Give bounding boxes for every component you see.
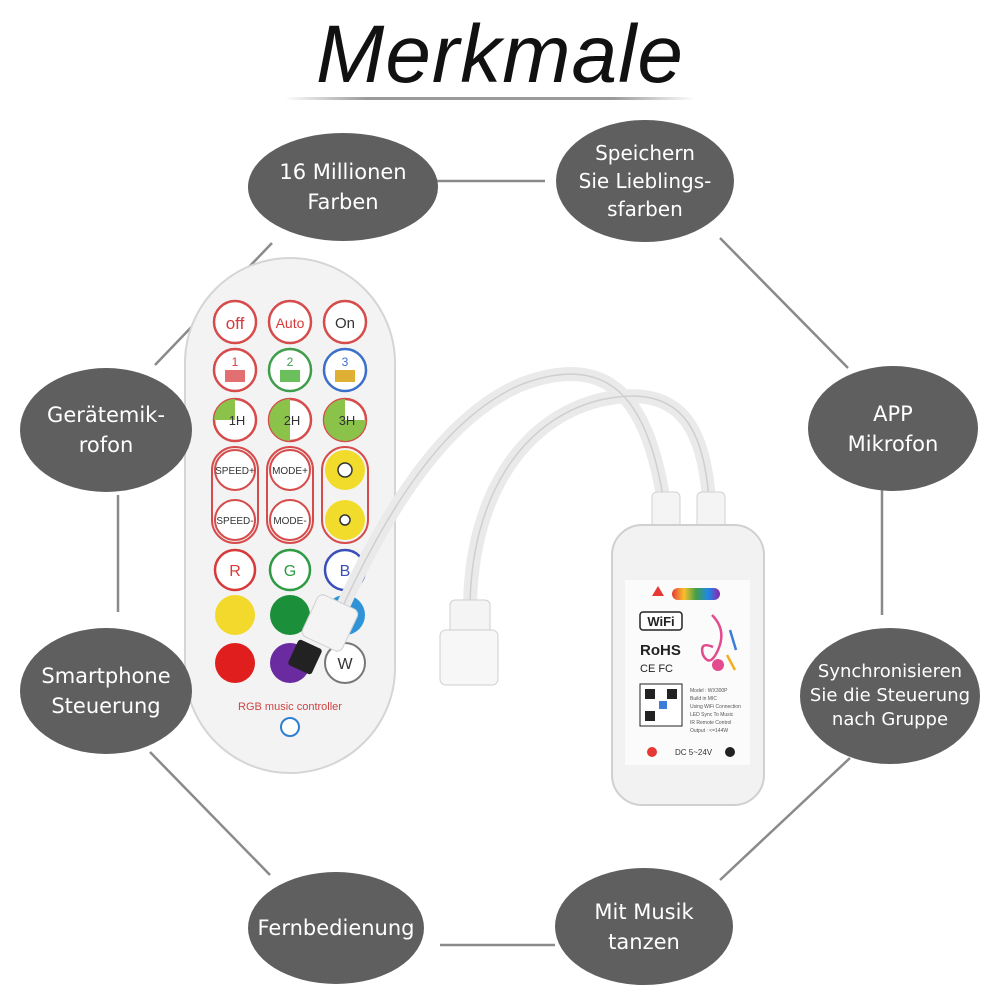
svg-text:off: off: [226, 314, 245, 333]
svg-text:Build in MIC: Build in MIC: [690, 696, 717, 702]
svg-text:DC 5~24V: DC 5~24V: [675, 748, 713, 757]
feature-bubble-remote-control: Fernbedienung: [248, 872, 424, 984]
svg-text:Auto: Auto: [276, 315, 305, 331]
svg-text:R: R: [229, 563, 241, 580]
ir-remote: off Auto On 1 2 3 1H 2H 3H: [184, 257, 396, 774]
svg-text:RGB music controller: RGB music controller: [238, 701, 342, 713]
feature-bubble-favorite-colors: Speichern Sie Lieblings- sfarben: [556, 120, 734, 242]
svg-text:1: 1: [232, 355, 239, 369]
svg-text:MODE-: MODE-: [273, 516, 306, 527]
svg-text:W: W: [337, 656, 353, 673]
svg-text:2H: 2H: [284, 413, 301, 428]
feature-bubble-music-dance: Mit Musik tanzen: [555, 868, 733, 985]
svg-text:RoHS: RoHS: [640, 642, 681, 659]
title-underline: [285, 97, 695, 100]
svg-text:3H: 3H: [339, 413, 356, 428]
cable-shading: [329, 373, 711, 636]
wifi-controller-box: WiFi RoHS CE FC Model : WX300P Build in …: [611, 524, 765, 806]
svg-text:IR Remote Control: IR Remote Control: [690, 720, 731, 726]
svg-text:LED Sync To Music: LED Sync To Music: [690, 712, 734, 718]
feature-bubble-device-microphone: Gerätemik- rofon: [20, 368, 192, 492]
svg-text:2: 2: [287, 355, 294, 369]
svg-text:On: On: [335, 315, 355, 332]
feature-bubble-app-microphone: APP Mikrofon: [808, 366, 978, 491]
feature-bubble-smartphone-control: Smartphone Steuerung: [20, 628, 192, 754]
connector-line: [719, 237, 849, 369]
connector-plug-female: [439, 599, 499, 686]
svg-text:SPEED-: SPEED-: [216, 516, 253, 527]
feature-bubble-group-sync: Synchronisieren Sie die Steuerung nach G…: [800, 628, 980, 764]
feature-bubble-colors: 16 Millionen Farben: [248, 133, 438, 241]
svg-text:Model : WX300P: Model : WX300P: [690, 688, 728, 694]
connector-plug-male: [288, 594, 359, 675]
svg-text:CE FC: CE FC: [640, 663, 673, 675]
svg-text:B: B: [340, 563, 351, 580]
connector-lines: [116, 179, 884, 947]
svg-text:WiFi: WiFi: [647, 614, 674, 629]
svg-text:Output : <=144W: Output : <=144W: [690, 728, 728, 734]
svg-text:3: 3: [342, 355, 349, 369]
svg-text:Using WiFi Connection: Using WiFi Connection: [690, 704, 741, 710]
connector-line: [149, 751, 271, 876]
svg-text:MODE+: MODE+: [272, 466, 308, 477]
page-title: Merkmale: [316, 9, 684, 100]
connector-line: [719, 757, 851, 881]
svg-text:SPEED+: SPEED+: [215, 466, 255, 477]
svg-text:1H: 1H: [229, 413, 246, 428]
svg-text:G: G: [284, 563, 296, 580]
music-note-icon: [700, 614, 738, 671]
